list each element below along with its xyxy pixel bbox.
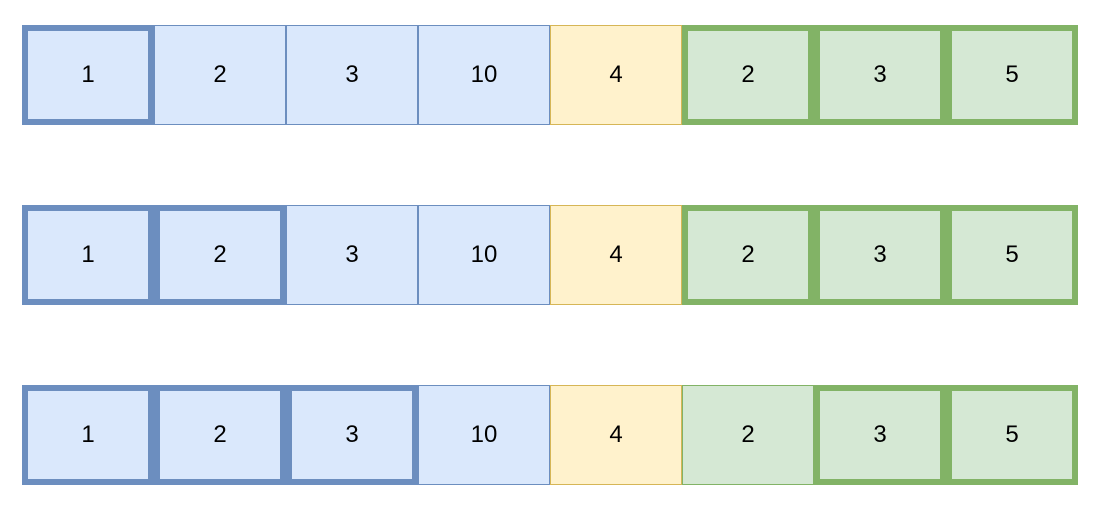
cell-value: 5 [1005,61,1019,88]
cell-r2-c8: 5 [946,205,1078,305]
cell-value: 10 [470,61,498,88]
array-row-3: 1 2 3 10 4 2 3 5 [22,385,1078,485]
cell-value: 4 [609,421,623,448]
cell-r1-c2: 2 [154,25,286,125]
cell-r3-c1: 1 [22,385,154,485]
cell-value: 2 [741,241,755,268]
cell-r3-c6: 2 [682,385,814,485]
cell-value: 3 [873,61,887,88]
cell-r1-c1: 1 [22,25,154,125]
cell-r3-c4: 10 [418,385,550,485]
cell-r1-c4: 10 [418,25,550,125]
cell-value: 2 [213,61,227,88]
cell-r1-c3: 3 [286,25,418,125]
cell-r2-c4: 10 [418,205,550,305]
cell-value: 3 [873,241,887,268]
cell-value: 3 [345,61,359,88]
cell-value: 10 [470,421,498,448]
cell-value: 2 [213,421,227,448]
cell-r1-c5: 4 [550,25,682,125]
cell-r3-c3: 3 [286,385,418,485]
cell-r2-c5: 4 [550,205,682,305]
cell-r3-c7: 3 [814,385,946,485]
array-row-2: 1 2 3 10 4 2 3 5 [22,205,1078,305]
cell-r1-c7: 3 [814,25,946,125]
cell-value: 5 [1005,241,1019,268]
cell-value: 2 [741,61,755,88]
cell-r1-c6: 2 [682,25,814,125]
cell-r3-c5: 4 [550,385,682,485]
cell-value: 2 [741,421,755,448]
cell-value: 1 [81,241,95,268]
cell-value: 3 [345,421,359,448]
cell-r3-c2: 2 [154,385,286,485]
cell-value: 1 [81,421,95,448]
cell-value: 10 [470,241,498,268]
cell-value: 3 [345,241,359,268]
cell-value: 3 [873,421,887,448]
cell-r2-c7: 3 [814,205,946,305]
cell-value: 4 [609,61,623,88]
cell-value: 4 [609,241,623,268]
cell-value: 5 [1005,421,1019,448]
array-row-1: 1 2 3 10 4 2 3 5 [22,25,1078,125]
cell-r2-c3: 3 [286,205,418,305]
cell-value: 2 [213,241,227,268]
cell-r2-c6: 2 [682,205,814,305]
cell-r2-c2: 2 [154,205,286,305]
cell-r2-c1: 1 [22,205,154,305]
cell-r1-c8: 5 [946,25,1078,125]
cell-r3-c8: 5 [946,385,1078,485]
cell-value: 1 [81,61,95,88]
